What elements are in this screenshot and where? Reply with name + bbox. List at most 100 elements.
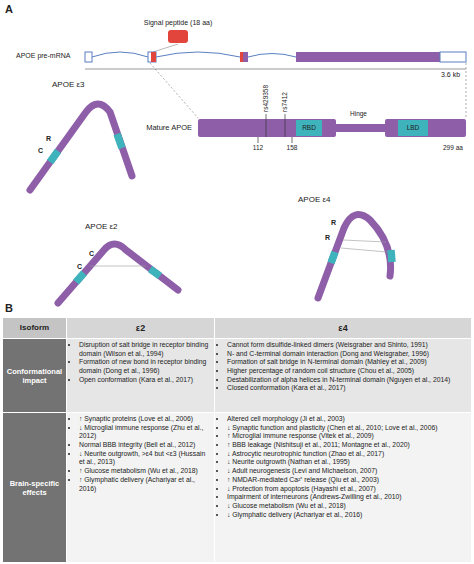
drawn-shape bbox=[92, 52, 148, 57]
bullet-item: ↓ Glymphatic delivery (Achariyar et al.,… bbox=[227, 511, 468, 520]
table-text: ↑ BBB leakage (Nishitsuji et al., 2011; … bbox=[227, 441, 410, 448]
panel-letter: A bbox=[5, 3, 13, 16]
bullet-item: Cannot form disulfide-linked dimers (Wei… bbox=[227, 341, 468, 350]
bullet-list: Disruption of salt bridge in receptor bi… bbox=[70, 341, 211, 384]
domain-box: LBD bbox=[398, 120, 428, 136]
domain-box: RBD bbox=[296, 120, 322, 136]
table-cell: Cannot form disulfide-linked dimers (Wei… bbox=[215, 339, 471, 412]
bullet-item: ↑ Glymphatic delivery (Achariyar et al.,… bbox=[79, 476, 211, 493]
drawn-shape bbox=[266, 114, 267, 137]
figure-label: R bbox=[331, 219, 336, 227]
table-cell: ε2 bbox=[67, 318, 214, 338]
drawn-shape bbox=[248, 54, 296, 58]
table-header: ε4 bbox=[338, 323, 347, 334]
drawn-shape bbox=[292, 137, 293, 143]
signal-peptide-box: Signal peptide (18 aa) bbox=[168, 30, 188, 43]
bullet-item: Formation of new bond in receptor bindin… bbox=[79, 358, 211, 375]
drawn-shape bbox=[151, 52, 156, 62]
drawn-shape bbox=[385, 119, 466, 137]
drawn-shape bbox=[331, 252, 335, 263]
drawn-shape bbox=[318, 215, 391, 298]
drawn-shape bbox=[153, 44, 178, 52]
drawn-shape bbox=[391, 250, 392, 262]
figure-label: C bbox=[89, 250, 94, 258]
drawn-shape bbox=[296, 52, 440, 62]
table-text: ↑ Glymphatic delivery (Achariyar et al.,… bbox=[79, 476, 195, 492]
table-text: ↓ Glymphatic delivery (Achariyar et al.,… bbox=[227, 511, 362, 518]
table-text: Destabilization of alpha helices in N-te… bbox=[227, 376, 450, 383]
bullet-item: ↓ Microglial immune response (Zhu et al.… bbox=[79, 424, 211, 441]
table-text: ↑ Glucose metabolism (Wu et al., 2018) bbox=[79, 467, 198, 474]
bullet-item: ↑ Glucose metabolism (Wu et al., 2018) bbox=[79, 467, 211, 476]
drawn-shape bbox=[90, 266, 146, 267]
drawn-shape bbox=[117, 134, 122, 148]
bullet-item: ↑ BBB leakage (Nishitsuji et al., 2011; … bbox=[227, 441, 468, 450]
table-cell: Disruption of salt bridge in receptor bi… bbox=[67, 339, 214, 412]
drawn-shape bbox=[285, 114, 286, 137]
leader-lines bbox=[150, 44, 466, 118]
pre-mrna bbox=[85, 52, 466, 62]
figure-label: R bbox=[325, 234, 330, 242]
bullet-item: ↑ NMDAR-mediated Ca²⁺ release (Qiu et al… bbox=[227, 476, 468, 485]
apoe-e2-shape bbox=[58, 244, 178, 303]
drawn-shape bbox=[466, 63, 467, 118]
table-grid bbox=[3, 318, 471, 562]
drawn-shape bbox=[30, 104, 132, 190]
drawn-shape bbox=[3, 318, 471, 562]
table-text: ↑ Synaptic proteins (Love et al., 2006) bbox=[79, 415, 193, 422]
bullet-list: Altered cell morphology (Ji et al., 2003… bbox=[218, 415, 468, 519]
table-cell: Conformational impact bbox=[3, 339, 66, 412]
bullet-list: Cannot form disulfide-linked dimers (Wei… bbox=[218, 341, 468, 393]
bullet-item: Disruption of salt bridge in receptor bi… bbox=[79, 341, 211, 358]
table-text: Formation of salt bridge in N-terminal d… bbox=[227, 358, 427, 365]
figure-label: rs429358 bbox=[262, 85, 269, 112]
drawn-shape bbox=[334, 124, 387, 132]
bullet-item: ↓ Astrocytic neurotrophic function (Zhao… bbox=[227, 450, 468, 459]
bullet-item: Higher percentage of random coil structu… bbox=[227, 367, 468, 376]
bullet-item: ↓ Adult neurogenesis (Levi and Michaelso… bbox=[227, 467, 468, 476]
table-text: ↓ Glucose metabolism (Wu et al., 2018) bbox=[227, 502, 346, 509]
drawn-shape bbox=[50, 151, 58, 162]
bullet-item: Formation of salt bridge in N-terminal d… bbox=[227, 358, 468, 367]
table-cell: ε4 bbox=[215, 318, 471, 338]
node-label: LBD bbox=[407, 124, 420, 131]
node-label: Signal peptide (18 aa) bbox=[138, 19, 218, 27]
table-text: Higher percentage of random coil structu… bbox=[227, 367, 414, 374]
bullet-item: Closed conformation (Kara et al., 2017) bbox=[227, 384, 468, 393]
apoe-e4-shape bbox=[318, 215, 392, 298]
bullet-item: Altered cell morphology (Ji et al., 2003… bbox=[227, 415, 468, 424]
drawn-shape bbox=[58, 244, 178, 303]
table-text: Closed conformation (Kara et al., 2017) bbox=[227, 384, 346, 391]
bullet-list: ↑ Synaptic proteins (Love et al., 2006) ↓… bbox=[70, 415, 211, 493]
node-label: Mature APOE bbox=[146, 124, 192, 133]
drawn-shape bbox=[150, 269, 160, 276]
table-header: ε2 bbox=[136, 323, 145, 334]
panel-letter: B bbox=[5, 302, 13, 315]
drawn-shape bbox=[240, 52, 248, 62]
bullet-item: Open conformation (Kara et al., 2017) bbox=[79, 376, 211, 385]
drawn-shape bbox=[156, 52, 240, 57]
protein-bar: RBDLBDMature APOE bbox=[198, 119, 466, 137]
figure-label: C bbox=[38, 147, 43, 155]
figure-label: 3.6 kb bbox=[441, 71, 460, 79]
drawn-shape bbox=[440, 52, 466, 62]
drawn-shape bbox=[85, 52, 92, 62]
table-text: Impairment of interneurons (Andrews-Zwil… bbox=[227, 493, 402, 500]
figure-label: APOE ε4 bbox=[298, 195, 330, 204]
bullet-item: Impairment of interneurons (Andrews-Zwil… bbox=[227, 493, 468, 502]
figure-label: R bbox=[46, 135, 51, 143]
bullet-item: ↓ Neurite outgrowth (Nathan et al., 1995… bbox=[227, 458, 468, 467]
table-cell: ↑ Synaptic proteins (Love et al., 2006) ↓… bbox=[67, 413, 214, 562]
table-cell: Isoform bbox=[3, 318, 66, 338]
figure-label: APOE pre-mRNA bbox=[16, 52, 70, 60]
figure-label: APOE ε3 bbox=[52, 80, 84, 89]
table-text: N- and C-terminal domain interaction (Do… bbox=[227, 350, 429, 357]
figure-label: APOE ε2 bbox=[85, 222, 117, 231]
drawn-shape bbox=[198, 119, 336, 137]
table-text: Formation of new bond in receptor bindin… bbox=[79, 358, 206, 374]
bullet-item: Normal BBB integrity (Bell et al., 2012) bbox=[79, 441, 211, 450]
drawn-shape bbox=[150, 63, 198, 118]
table-cell: Brain-specific effects bbox=[3, 413, 66, 562]
table-text: ↓ Protection from apoptosis (Hayashi et … bbox=[227, 485, 376, 492]
